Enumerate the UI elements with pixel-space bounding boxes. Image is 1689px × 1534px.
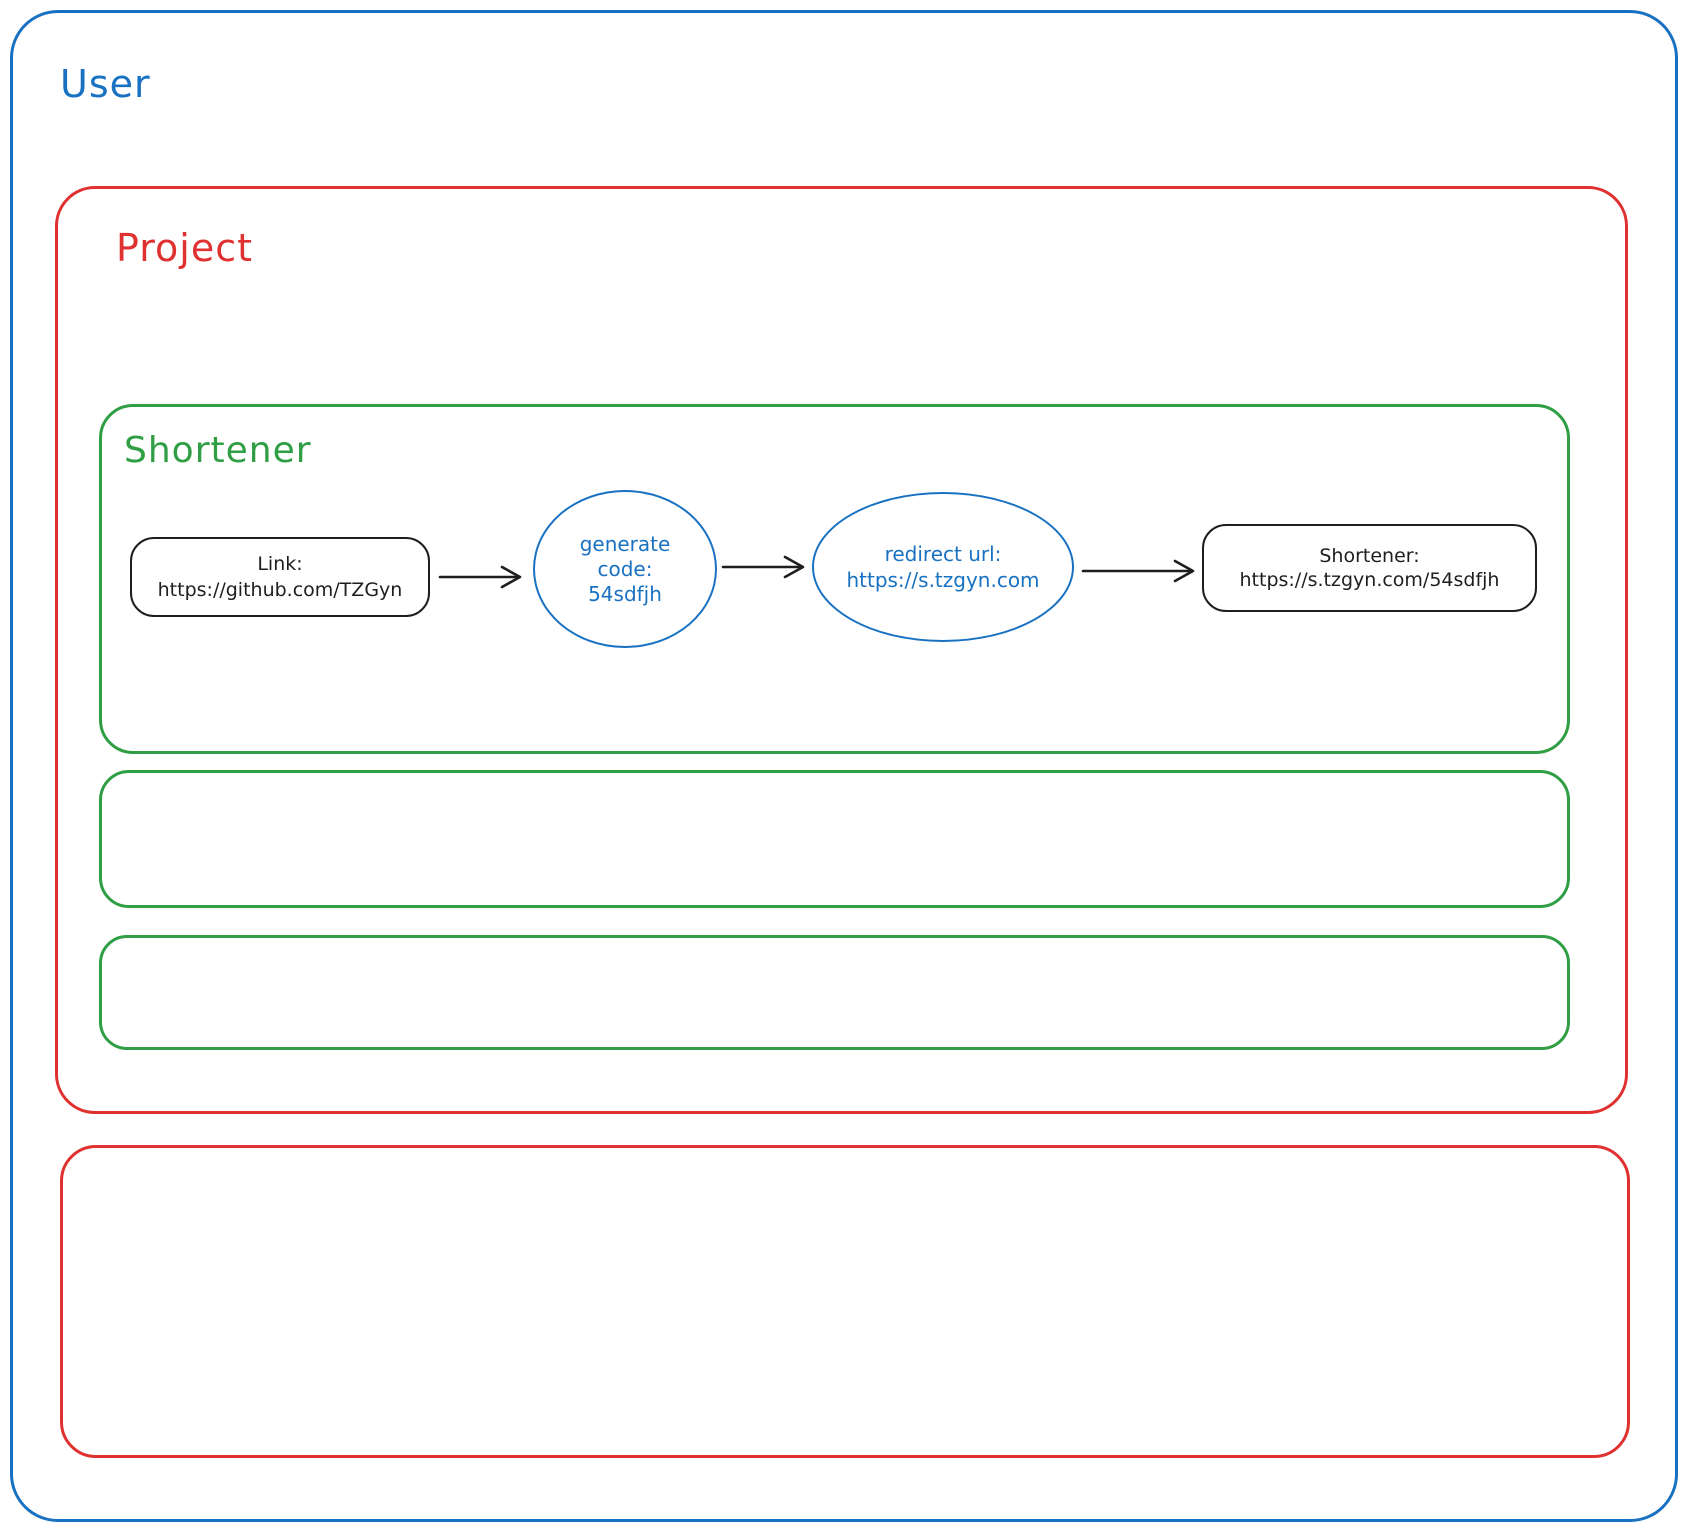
generate-code-line2: code:	[597, 556, 653, 581]
shortener-label: Shortener	[124, 430, 312, 471]
flow-arrow-icon	[1081, 559, 1195, 583]
flow-arrow-icon	[721, 555, 805, 579]
redirect-url-node: redirect url: https://s.tzgyn.com	[812, 492, 1074, 642]
generate-code-line3: 54sdfjh	[588, 581, 662, 606]
link-node-title: Link:	[257, 553, 303, 575]
flow-arrow-icon	[438, 565, 522, 589]
redirect-url-title: redirect url:	[884, 542, 1002, 566]
user-container-box	[10, 10, 1678, 1522]
user-label: User	[60, 62, 151, 106]
link-node: Link: https://github.com/TZGyn	[130, 537, 430, 617]
shortener-result-url: https://s.tzgyn.com/54sdfjh	[1239, 569, 1500, 591]
project-container-empty	[60, 1145, 1630, 1458]
generate-code-node: generate code: 54sdfjh	[533, 490, 717, 648]
shortener-section-box	[99, 404, 1570, 754]
project-subsection-empty-2	[99, 935, 1570, 1050]
project-container-box	[55, 186, 1628, 1114]
shortener-result-title: Shortener:	[1319, 545, 1420, 567]
project-label: Project	[116, 226, 254, 270]
project-subsection-empty-1	[99, 770, 1570, 908]
shortener-result-node: Shortener: https://s.tzgyn.com/54sdfjh	[1202, 524, 1537, 612]
redirect-url-value: https://s.tzgyn.com	[846, 568, 1040, 592]
generate-code-line1: generate	[579, 531, 671, 556]
link-node-url: https://github.com/TZGyn	[157, 579, 403, 601]
